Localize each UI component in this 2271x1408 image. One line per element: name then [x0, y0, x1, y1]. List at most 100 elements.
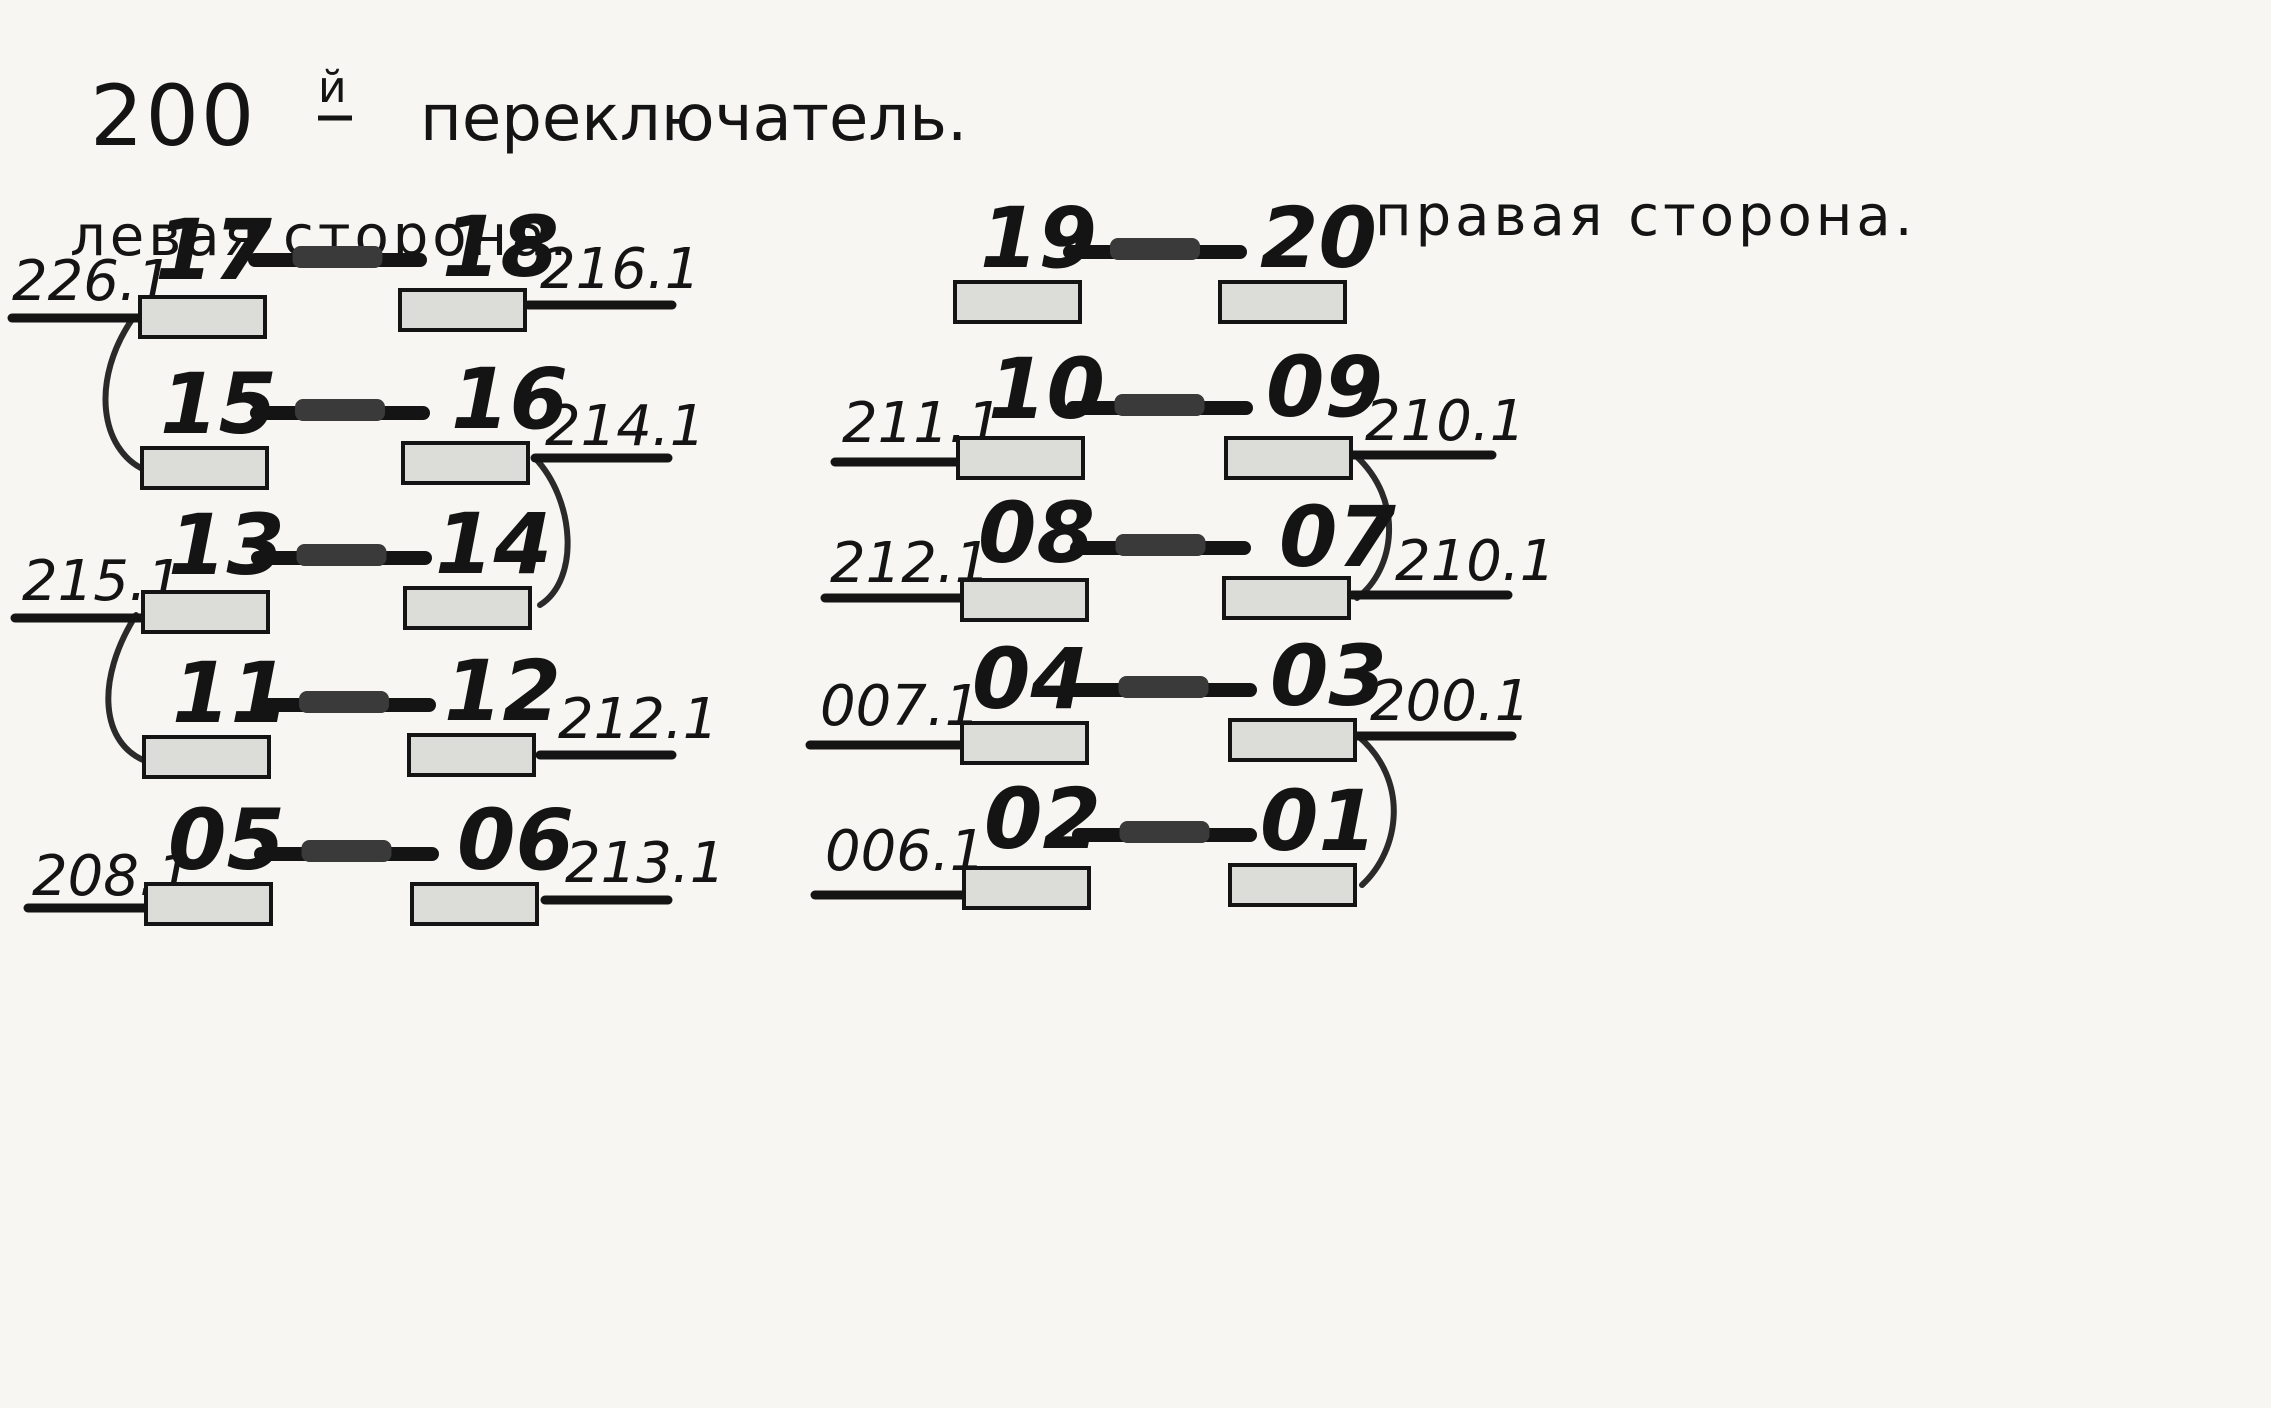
contact-04: 04 [960, 630, 1089, 765]
wire-006-1: 006.1 [810, 819, 985, 900]
contact-box-09 [1224, 436, 1353, 480]
contact-number-03: 03 [1270, 627, 1387, 725]
contact-box-05 [144, 882, 273, 926]
switch-bar-15-16 [250, 399, 430, 421]
contact-02: 02 [962, 770, 1101, 910]
title-number: 200 [90, 67, 256, 165]
contact-07: 07 [1222, 488, 1396, 620]
contact-01: 01 [1228, 772, 1377, 907]
contact-number-05: 05 [168, 791, 285, 889]
contact-12: 12 [407, 642, 561, 777]
title: 200 й переключатель. [90, 62, 967, 165]
switch-bar-11-12 [252, 691, 436, 713]
wire-212-1: 212.1 [820, 531, 990, 603]
contact-box-13 [141, 590, 270, 634]
switch-bar-04-03 [1070, 676, 1257, 698]
contact-18: 18 [398, 198, 559, 332]
contact-box-08 [960, 578, 1089, 622]
jumper-13-11 [105, 612, 151, 765]
wire-label: 007.1 [820, 674, 980, 739]
title-superscript: й [318, 62, 347, 113]
contact-number-15: 15 [160, 355, 277, 453]
contact-20: 20 [1218, 189, 1377, 324]
right-side-label: правая сторона. [1375, 184, 1917, 249]
jumper-03-01 [1355, 733, 1397, 888]
jumpers [102, 315, 1397, 888]
contact-09: 09 [1224, 338, 1383, 480]
contact-number-06: 06 [457, 791, 574, 889]
contact-number-07: 07 [1279, 488, 1396, 586]
contact-10: 10 [956, 340, 1105, 480]
contacts: 17 18 15 16 13 14 11 12 05 06 19 20 10 09 08 07 04 03 02 01 [138, 189, 1396, 926]
title-rest: переключатель. [420, 82, 967, 156]
wire-label: 213.1 [565, 831, 725, 896]
contact-box-16 [401, 441, 530, 485]
jumper-09-07 [1352, 452, 1392, 601]
contact-11: 11 [142, 644, 289, 779]
contact-box-14 [403, 586, 532, 630]
contact-box-01 [1228, 863, 1357, 907]
contact-box-18 [398, 288, 527, 332]
jumper-16-14 [532, 455, 571, 608]
contact-box-17 [138, 295, 267, 339]
wire-216-1: 216.1 [523, 237, 700, 310]
wire-label: 210.1 [1365, 389, 1525, 454]
switch-bar-05-06 [254, 840, 439, 862]
contact-number-13: 13 [168, 496, 285, 594]
contact-13: 13 [141, 496, 285, 634]
contact-box-10 [956, 436, 1085, 480]
contact-box-12 [407, 733, 536, 777]
wire-213-1: 213.1 [540, 831, 725, 905]
contact-bars [248, 238, 1257, 862]
contact-number-11: 11 [172, 644, 289, 742]
contact-number-02: 02 [984, 770, 1101, 868]
contact-05: 05 [144, 791, 285, 926]
contact-06: 06 [410, 791, 574, 926]
wire-200-1: 200.1 [1351, 669, 1530, 741]
contact-number-17: 17 [155, 201, 272, 299]
contact-number-14: 14 [435, 495, 552, 593]
contact-15: 15 [140, 355, 277, 490]
contact-box-11 [142, 735, 271, 779]
wire-214-1: 214.1 [530, 394, 705, 463]
contact-number-18: 18 [442, 198, 559, 296]
contact-box-04 [960, 721, 1089, 765]
contact-number-16: 16 [451, 350, 568, 448]
contact-number-01: 01 [1260, 772, 1377, 870]
contact-number-12: 12 [444, 642, 561, 740]
wire-210-1: 210.1 [1347, 389, 1525, 460]
wire-label: 212.1 [558, 687, 718, 752]
contact-box-06 [410, 882, 539, 926]
contact-number-04: 04 [972, 630, 1089, 728]
contact-number-08: 08 [978, 484, 1095, 582]
contact-box-02 [962, 866, 1091, 910]
contact-03: 03 [1228, 627, 1387, 762]
switch-bar-02-01 [1072, 821, 1257, 843]
wire-212-1: 212.1 [535, 687, 718, 760]
switch-bar-19-20 [1063, 238, 1247, 260]
contact-box-19 [953, 280, 1082, 324]
contact-number-19: 19 [980, 189, 1097, 287]
jumper-17-15 [102, 315, 148, 473]
wire-label: 006.1 [825, 819, 985, 884]
switch-bar-08-07 [1070, 534, 1251, 556]
contact-19: 19 [953, 189, 1097, 324]
contact-number-20: 20 [1260, 189, 1377, 287]
switch-bar-13-14 [251, 544, 432, 566]
wire-007-1: 007.1 [805, 674, 980, 750]
contact-14: 14 [403, 495, 552, 630]
contact-box-15 [140, 446, 269, 490]
contact-box-07 [1222, 576, 1351, 620]
contact-16: 16 [401, 350, 568, 485]
contact-08: 08 [960, 484, 1095, 622]
switch-bar-10-09 [1066, 394, 1253, 416]
wire-210-1: 210.1 [1347, 529, 1555, 600]
contact-box-20 [1218, 280, 1347, 324]
wire-label: 216.1 [540, 237, 700, 302]
contact-box-03 [1228, 718, 1357, 762]
contact-number-10: 10 [988, 340, 1105, 438]
wire-label: 210.1 [1395, 529, 1555, 594]
